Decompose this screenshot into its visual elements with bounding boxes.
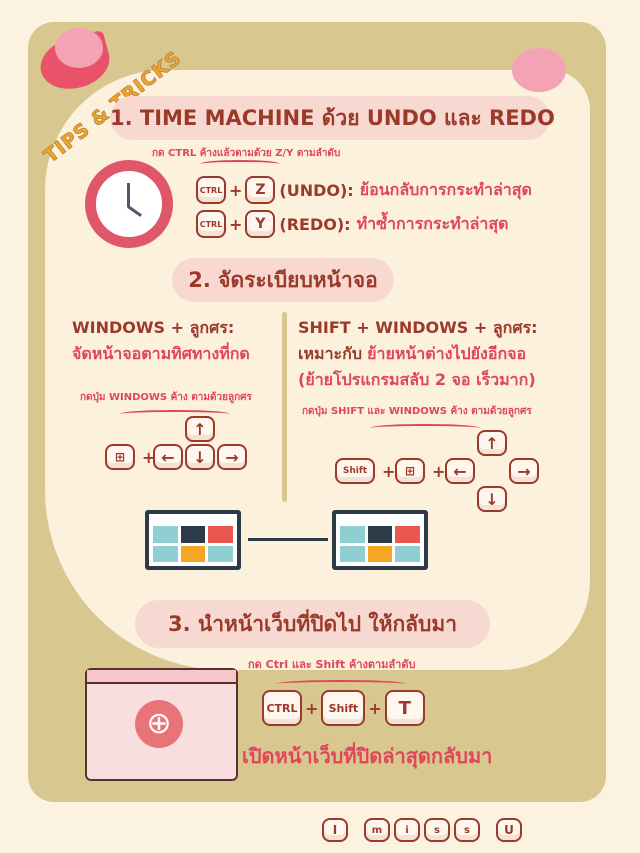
brace-icon [200,160,280,168]
monitor-right-icon [332,510,428,570]
redo-row: CTRL+ Y (REDO): ทำซ้ำการกระทำล่าสุด [196,210,509,238]
ctrl-key: CTRL [196,176,226,204]
windows-arrow-keys: ⊞ + ↑ ← ↓ → [105,416,255,500]
ctrl-key: CTRL [262,690,302,726]
footer-key: I [322,818,348,842]
footer-keys: I m i s s U [322,818,522,842]
brace-icon [276,680,406,688]
footer-key: U [496,818,522,842]
section1-title: 1. TIME MACHINE ด้วย UNDO และ REDO [110,96,555,140]
footer-key: m [364,818,390,842]
footer-key: s [454,818,480,842]
section2-title: 2. จัดระเบียบหน้าจอ [172,258,394,302]
shift-windows-note: (ย้ายโปรแกรมสลับ 2 จอ เร็วมาก) [298,370,536,389]
desc-prefix: เหมาะกับ [298,344,362,363]
windows-arrow-desc: จัดหน้าจอตามทิศทางที่กด [72,344,250,363]
ctrl-key: CTRL [196,210,226,238]
t-key: T [384,690,425,726]
shift-windows-hint: กดปุ่ม SHIFT และ WINDOWS ค้าง ตามด้วยลูก… [302,406,532,417]
windows-key-icon: ⊞ [395,458,425,484]
undo-row: CTRL+ Z (UNDO): ย้อนกลับการกระทำล่าสุด [196,176,532,204]
shift-key: Shift [335,458,375,484]
redo-desc: ทำซ้ำการกระทำล่าสุด [356,213,509,233]
shift-windows-heading: SHIFT + WINDOWS + ลูกศร: [298,318,538,337]
desc-main: ย้ายหน้าต่างไปยังอีกจอ [367,344,527,363]
undo-label: (UNDO): [279,180,354,200]
arrow-down-key-icon: ↓ [185,444,215,470]
arrow-up-key-icon: ↑ [477,430,507,456]
undo-desc: ย้อนกลับการกระทำล่าสุด [359,179,532,199]
section3-hint: กด Ctrl และ Shift ค้างตามลำดับ [248,658,416,671]
section3-title: 3. นำหน้าเว็บที่ปิดไป ให้กลับมา [135,600,490,648]
arrow-up-key-icon: ↑ [185,416,215,442]
shift-windows-desc: เหมาะกับ ย้ายหน้าต่างไปยังอีกจอ [298,342,526,367]
arrow-left-key-icon: ← [153,444,183,470]
windows-key-icon: ⊞ [105,444,135,470]
globe-icon: ⊕ [135,700,183,748]
footer-key: i [394,818,420,842]
brain-mascot-right-icon [512,48,566,92]
windows-arrow-hint: กดปุ่ม WINDOWS ค้าง ตามด้วยลูกศร [80,392,252,403]
cable-icon [248,538,328,541]
shift-key: Shift [321,690,366,726]
arrow-right-key-icon: → [509,458,539,484]
z-key: Z [245,176,276,204]
arrow-left-key-icon: ← [445,458,475,484]
brace-icon [370,424,480,432]
section1-hint: กด CTRL ค้างแล้วตามด้วย Z/Y ตามลำดับ [152,148,341,159]
windows-arrow-heading: WINDOWS + ลูกศร: [72,318,235,337]
brain-mascot-icon [55,28,103,68]
brace-icon [120,410,230,418]
arrow-down-key-icon: ↓ [477,486,507,512]
section3-desc: เปิดหน้าเว็บที่ปิดล่าสุดกลับมา [242,744,493,768]
y-key: Y [245,210,276,238]
arrow-right-key-icon: → [217,444,247,470]
clock-icon [85,160,173,248]
browser-window-icon: ⊕ [85,668,238,781]
monitor-left-icon [145,510,241,570]
divider [282,312,287,502]
footer-key: s [424,818,450,842]
shift-windows-arrow-keys: Shift + ⊞ + ↑ ← ↓ → [335,430,539,514]
reopen-tab-keys: CTRL+ Shift+ T [262,690,425,726]
redo-label: (REDO): [279,214,351,234]
